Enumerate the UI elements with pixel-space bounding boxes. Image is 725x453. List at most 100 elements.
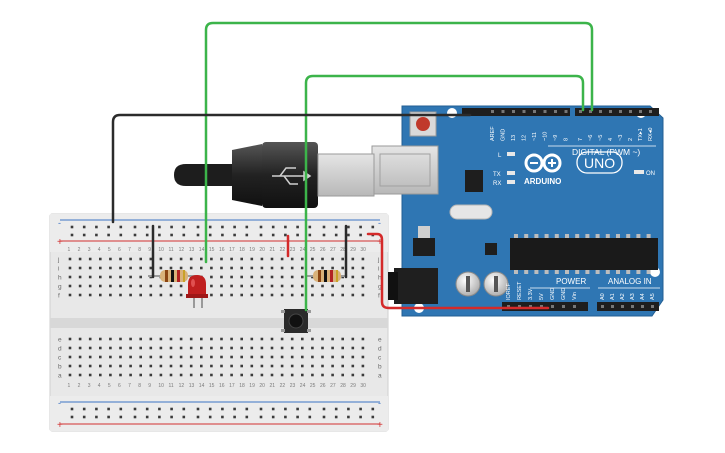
breadboard-hole[interactable] <box>149 284 153 288</box>
breadboard-hole[interactable] <box>351 293 355 297</box>
digital-pin[interactable] <box>564 110 568 113</box>
breadboard-hole[interactable] <box>361 355 365 359</box>
rail-hole[interactable] <box>119 407 123 411</box>
breadboard-hole[interactable] <box>129 346 132 350</box>
breadboard-hole[interactable] <box>119 257 122 261</box>
breadboard-hole[interactable] <box>270 373 274 377</box>
breadboard-hole[interactable] <box>179 293 183 297</box>
breadboard-hole[interactable] <box>331 337 334 341</box>
breadboard-hole[interactable] <box>290 266 294 270</box>
rail-hole[interactable] <box>259 407 263 411</box>
breadboard-hole[interactable] <box>230 346 233 350</box>
breadboard-hole[interactable] <box>88 284 92 288</box>
power-pin[interactable] <box>562 305 565 308</box>
breadboard-hole[interactable] <box>361 293 365 297</box>
rail-hole[interactable] <box>170 415 173 419</box>
rail-hole[interactable] <box>259 225 263 229</box>
rail-hole[interactable] <box>271 233 275 237</box>
rail-hole[interactable] <box>208 233 212 237</box>
breadboard-hole[interactable] <box>119 364 122 368</box>
breadboard-hole[interactable] <box>321 293 324 297</box>
rail-hole[interactable] <box>182 415 186 419</box>
breadboard-hole[interactable] <box>270 337 274 341</box>
rail-hole[interactable] <box>245 233 249 237</box>
rail-hole[interactable] <box>208 225 212 229</box>
breadboard-hole[interactable] <box>210 293 213 297</box>
red-led[interactable] <box>186 275 208 308</box>
resistor-led[interactable] <box>148 270 198 282</box>
breadboard-hole[interactable] <box>200 257 203 261</box>
rail-hole[interactable] <box>371 225 375 229</box>
breadboard-hole[interactable] <box>149 346 153 350</box>
breadboard-hole[interactable] <box>210 346 213 350</box>
breadboard-hole[interactable] <box>351 284 355 288</box>
breadboard-hole[interactable] <box>99 293 102 297</box>
breadboard-hole[interactable] <box>99 257 102 261</box>
rail-hole[interactable] <box>284 415 287 419</box>
rail-hole[interactable] <box>322 233 326 237</box>
breadboard-hole[interactable] <box>361 266 365 270</box>
breadboard-hole[interactable] <box>260 284 264 288</box>
power-pin[interactable] <box>518 305 521 308</box>
rail-hole[interactable] <box>308 407 312 411</box>
rail-hole[interactable] <box>245 415 249 419</box>
breadboard-hole[interactable] <box>351 257 355 261</box>
breadboard-hole[interactable] <box>240 284 243 288</box>
rail-hole[interactable] <box>70 233 74 237</box>
breadboard-hole[interactable] <box>230 275 233 279</box>
digital-pin[interactable] <box>512 110 515 113</box>
breadboard-hole[interactable] <box>119 293 122 297</box>
rail-hole[interactable] <box>347 407 350 411</box>
digital-pin[interactable] <box>619 110 622 113</box>
breadboard-hole[interactable] <box>260 266 264 270</box>
rail-hole[interactable] <box>119 415 123 419</box>
rail-hole[interactable] <box>196 415 200 419</box>
breadboard-hole[interactable] <box>250 346 254 350</box>
breadboard-hole[interactable] <box>220 275 223 279</box>
breadboard-hole[interactable] <box>78 284 82 288</box>
rail-hole[interactable] <box>82 233 86 237</box>
breadboard-hole[interactable] <box>119 275 122 279</box>
breadboard-hole[interactable] <box>139 257 142 261</box>
breadboard-hole[interactable] <box>210 373 213 377</box>
breadboard-hole[interactable] <box>290 284 294 288</box>
breadboard-hole[interactable] <box>179 373 183 377</box>
breadboard-hole[interactable] <box>99 346 102 350</box>
breadboard-hole[interactable] <box>149 257 153 261</box>
breadboard-hole[interactable] <box>88 337 92 341</box>
rail-hole[interactable] <box>296 415 299 419</box>
breadboard-hole[interactable] <box>78 337 82 341</box>
breadboard-hole[interactable] <box>159 346 163 350</box>
analog-pin[interactable] <box>631 305 634 308</box>
breadboard-hole[interactable] <box>260 346 264 350</box>
breadboard-hole[interactable] <box>139 337 142 341</box>
breadboard-hole[interactable] <box>270 364 274 368</box>
breadboard-hole[interactable] <box>280 364 284 368</box>
rail-hole[interactable] <box>208 407 212 411</box>
breadboard-hole[interactable] <box>280 284 284 288</box>
breadboard-hole[interactable] <box>311 373 314 377</box>
rail-hole[interactable] <box>347 415 350 419</box>
breadboard-hole[interactable] <box>270 355 274 359</box>
rail-hole[interactable] <box>347 233 350 237</box>
breadboard-hole[interactable] <box>240 355 243 359</box>
breadboard-hole[interactable] <box>351 266 355 270</box>
breadboard-hole[interactable] <box>169 346 173 350</box>
breadboard-hole[interactable] <box>78 293 82 297</box>
breadboard-hole[interactable] <box>341 364 344 368</box>
breadboard-hole[interactable] <box>159 284 163 288</box>
rail-hole[interactable] <box>233 233 236 237</box>
breadboard-hole[interactable] <box>321 337 324 341</box>
rail-hole[interactable] <box>95 233 98 237</box>
breadboard-hole[interactable] <box>341 346 344 350</box>
breadboard-hole[interactable] <box>220 373 223 377</box>
power-pin[interactable] <box>540 305 543 308</box>
breadboard-hole[interactable] <box>78 355 82 359</box>
breadboard-hole[interactable] <box>159 266 163 270</box>
breadboard-hole[interactable] <box>250 266 254 270</box>
wire-green-led[interactable] <box>204 21 594 264</box>
rail-hole[interactable] <box>145 415 149 419</box>
breadboard-hole[interactable] <box>351 364 355 368</box>
rail-hole[interactable] <box>182 407 186 411</box>
breadboard-hole[interactable] <box>290 364 294 368</box>
